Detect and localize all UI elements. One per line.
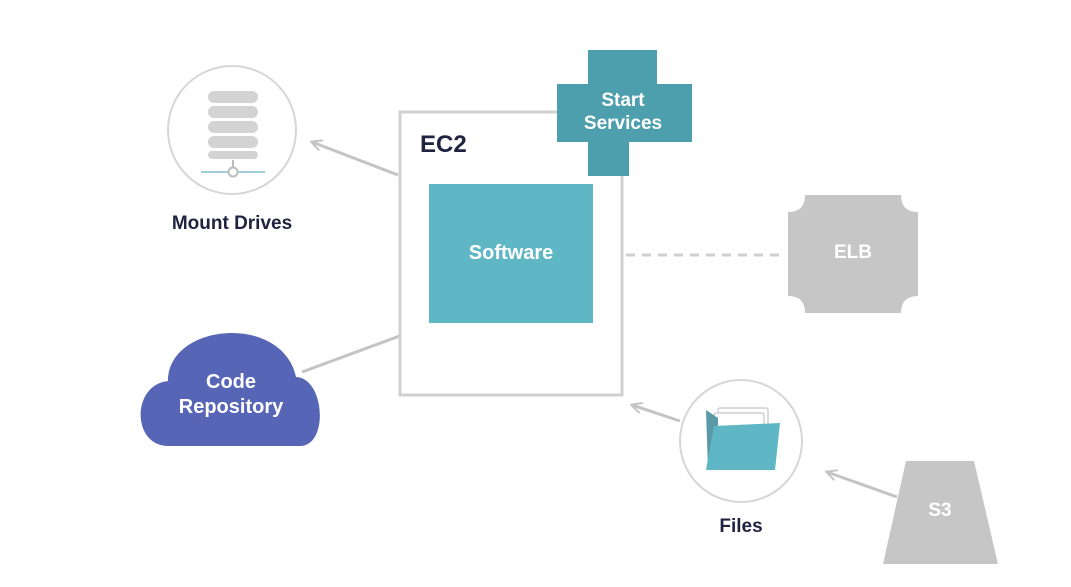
elb-shape: [788, 195, 918, 313]
files-label: Files: [719, 516, 762, 537]
start-services-label-line2: Services: [584, 113, 662, 134]
code-repository-label-line1: Code: [206, 371, 256, 393]
software-block: [429, 184, 593, 323]
arrow-s3-to-files: [825, 469, 898, 499]
ec2-label: EC2: [420, 131, 467, 158]
arrow-ec2-to-mount-drives: [310, 139, 399, 177]
start-services-plus-shape: [557, 50, 692, 176]
mount-drives-label: Mount Drives: [172, 213, 292, 234]
start-services-label-line1: Start: [601, 90, 645, 111]
software-label: Software: [469, 242, 553, 264]
database-icon: [201, 89, 265, 178]
elb-label: ELB: [834, 242, 872, 263]
code-repository-label-line2: Repository: [179, 396, 284, 418]
code-repository-cloud-shape: [140, 333, 320, 446]
s3-bucket-shape: [883, 461, 998, 564]
arrow-files-to-ec2: [630, 402, 681, 423]
folder-icon: [706, 407, 780, 470]
s3-label: S3: [928, 500, 951, 521]
